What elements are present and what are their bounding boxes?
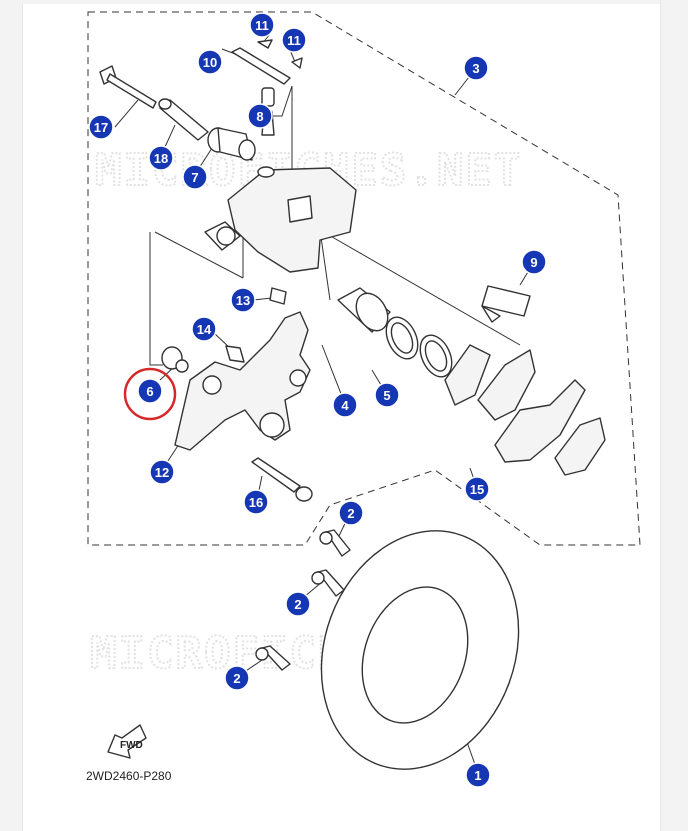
callout-label: 7 [191, 170, 198, 185]
callout-label: 12 [155, 465, 169, 480]
mounting-bolts-part [255, 529, 351, 671]
highlight-ring [123, 367, 177, 421]
fwd-label: FWD [120, 740, 143, 751]
fwd-arrow-icon: FWD [107, 724, 147, 759]
top-margin [22, 0, 660, 4]
pin-and-clips [231, 39, 303, 85]
callout-11-a[interactable]: 11 [249, 12, 275, 38]
callout-3[interactable]: 3 [463, 55, 489, 81]
callout-label: 16 [249, 495, 263, 510]
callout-2-c[interactable]: 2 [224, 665, 250, 691]
caliper-body [204, 166, 357, 273]
caliper-bolt-part [99, 65, 157, 109]
callout-14[interactable]: 14 [191, 316, 217, 342]
callout-1[interactable]: 1 [465, 762, 491, 788]
callout-label: 10 [203, 55, 217, 70]
callout-7[interactable]: 7 [182, 164, 208, 190]
callout-label: 15 [470, 482, 484, 497]
diagram-code: 2WD2460-P280 [86, 769, 172, 783]
callout-label: 2 [294, 597, 301, 612]
callout-label: 5 [383, 388, 390, 403]
boot-part [207, 127, 256, 161]
piston-part [337, 287, 391, 333]
right-margin [660, 0, 688, 831]
callout-18[interactable]: 18 [148, 145, 174, 171]
callout-label: 14 [197, 322, 212, 337]
callout-16[interactable]: 16 [243, 489, 269, 515]
callout-label: 2 [347, 506, 354, 521]
callout-label: 17 [94, 120, 108, 135]
callout-2-a[interactable]: 2 [338, 500, 364, 526]
callout-17[interactable]: 17 [88, 114, 114, 140]
boot-6-part [161, 346, 189, 373]
callout-label: 13 [236, 293, 250, 308]
callout-5[interactable]: 5 [374, 382, 400, 408]
callout-9[interactable]: 9 [521, 249, 547, 275]
callout-label: 18 [154, 151, 168, 166]
seals-part [385, 316, 453, 378]
callout-2-b[interactable]: 2 [285, 591, 311, 617]
sleeve-part [158, 98, 209, 141]
callout-15[interactable]: 15 [464, 476, 490, 502]
assembly-boundary [87, 11, 641, 546]
left-margin [0, 0, 23, 831]
callout-6[interactable]: 6 [137, 378, 163, 404]
callout-label: 2 [233, 671, 240, 686]
callout-label: 1 [474, 768, 481, 783]
callout-8[interactable]: 8 [247, 103, 273, 129]
callout-12[interactable]: 12 [149, 459, 175, 485]
brake-pads-part [444, 344, 606, 476]
caliper-bracket [174, 287, 311, 451]
callout-10[interactable]: 10 [197, 49, 223, 75]
callout-label: 3 [472, 61, 479, 76]
callout-label: 11 [287, 33, 301, 48]
callout-label: 11 [255, 18, 269, 33]
callout-label: 4 [341, 398, 349, 413]
callout-label: 9 [530, 255, 537, 270]
callout-13[interactable]: 13 [230, 287, 256, 313]
callout-4[interactable]: 4 [332, 392, 358, 418]
callout-label: 6 [146, 384, 153, 399]
brake-disc-part [320, 530, 520, 770]
pad-spring-part [481, 285, 531, 323]
slide-pin-part [251, 457, 313, 502]
callout-label: 8 [256, 109, 263, 124]
callout-11-b[interactable]: 11 [281, 27, 307, 53]
